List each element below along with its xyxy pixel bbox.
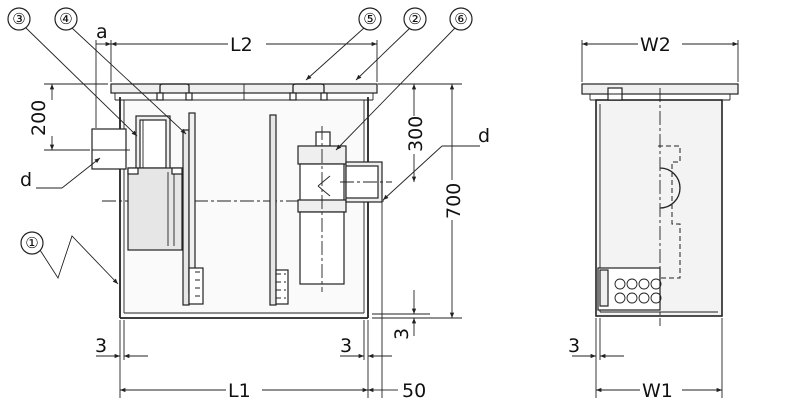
dim-200: 200 bbox=[28, 83, 108, 151]
label-L1: L1 bbox=[228, 380, 251, 402]
callout-3-label: ③ bbox=[12, 10, 25, 28]
label-300: 300 bbox=[405, 116, 427, 152]
callout-5-label: ⑤ bbox=[363, 10, 376, 28]
callout-4: ④ bbox=[54, 7, 78, 31]
partition-plate-2 bbox=[269, 114, 289, 306]
callout-5: ⑤ bbox=[358, 7, 382, 31]
label-W1: W1 bbox=[642, 380, 673, 402]
callout-leaders bbox=[25, 27, 456, 285]
callout-1-label: ① bbox=[25, 234, 38, 252]
label-d-right: d bbox=[478, 125, 490, 147]
trap-pipe bbox=[297, 126, 392, 292]
dim-W2: W2 bbox=[581, 32, 739, 82]
label-200: 200 bbox=[28, 100, 50, 136]
callout-6-label: ⑥ bbox=[454, 10, 467, 28]
label-3-right: 3 bbox=[340, 335, 352, 357]
callout-2-label: ② bbox=[408, 10, 421, 28]
label-a: a bbox=[96, 21, 108, 43]
label-3-vertical: 3 bbox=[391, 328, 413, 340]
dim-L2: L2 bbox=[111, 32, 378, 82]
label-d-right-group: d bbox=[382, 125, 490, 201]
callout-1: ① bbox=[20, 231, 44, 255]
inlet-pipe bbox=[70, 128, 132, 170]
label-3-left: 3 bbox=[95, 335, 107, 357]
dim-3-side: 3 bbox=[568, 318, 624, 398]
label-W2: W2 bbox=[640, 34, 671, 56]
label-d-left: d bbox=[20, 169, 32, 191]
callout-4-label: ④ bbox=[59, 10, 72, 28]
dim-3-vertical: 3 bbox=[372, 290, 430, 340]
label-d-left-group: d bbox=[20, 157, 101, 191]
label-L2: L2 bbox=[230, 34, 253, 56]
front-view: a L2 200 300 7 bbox=[7, 7, 490, 402]
callout-6: ⑥ bbox=[449, 7, 473, 31]
dim-3-left: 3 bbox=[95, 320, 148, 398]
dim-300: 300 bbox=[378, 83, 430, 182]
dim-700: 700 bbox=[372, 83, 466, 319]
callout-2: ② bbox=[403, 7, 427, 31]
lid-handle-left bbox=[159, 83, 190, 93]
dim-a: a bbox=[95, 21, 112, 128]
dim-W1: W1 bbox=[596, 318, 723, 402]
label-3-side: 3 bbox=[568, 335, 580, 357]
side-view: W2 3 W1 bbox=[568, 32, 739, 402]
label-50: 50 bbox=[402, 380, 426, 402]
label-700: 700 bbox=[443, 183, 465, 219]
dim-L1: L1 50 bbox=[120, 202, 426, 402]
lid-handle-right bbox=[292, 83, 325, 93]
basket bbox=[127, 115, 183, 251]
dim-3-right: 3 bbox=[340, 320, 392, 398]
lid-frame bbox=[110, 83, 378, 101]
callout-3: ③ bbox=[7, 7, 31, 31]
basket-holes bbox=[614, 278, 662, 304]
